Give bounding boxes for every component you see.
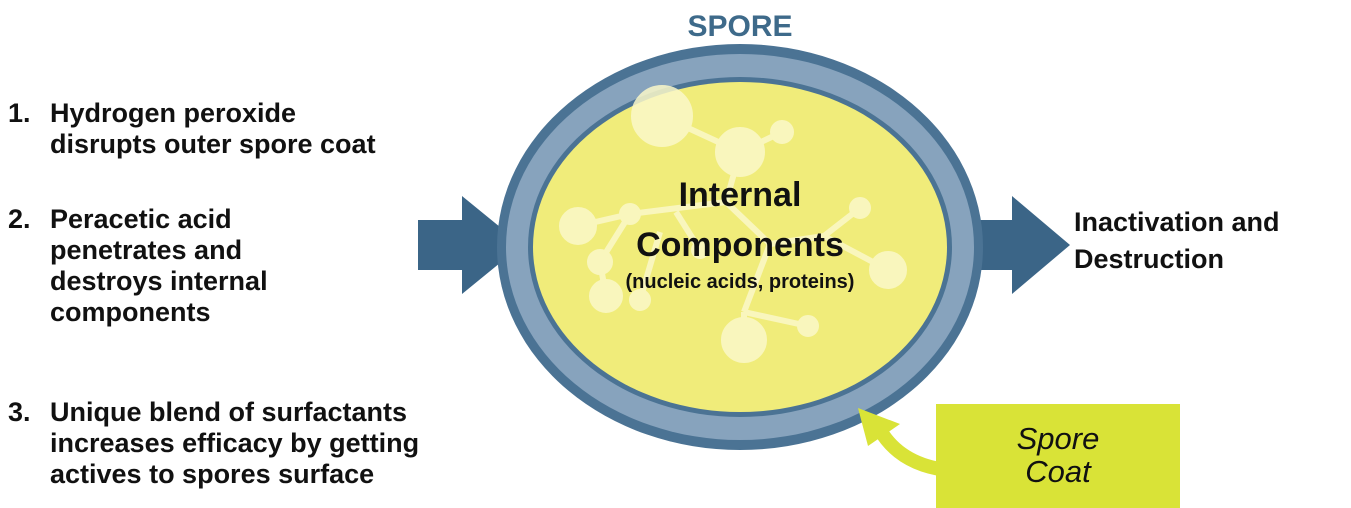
- step-1-number: 1.: [8, 98, 31, 128]
- step-3-text: Unique blend of surfactants increases ef…: [50, 397, 420, 489]
- step-3: 3. Unique blend of surfactants increases…: [8, 397, 419, 490]
- step-2-text: Peracetic acid penetrates and destroys i…: [50, 204, 268, 327]
- step-1: 1. Hydrogen peroxide disrupts outer spor…: [8, 98, 376, 160]
- coat-pointer-arrowhead: [858, 408, 900, 446]
- step-2: 2. Peracetic acid penetrates and destroy…: [8, 204, 268, 328]
- step-2-number: 2.: [8, 204, 31, 234]
- spore-coat-label-box: Spore Coat: [936, 404, 1180, 508]
- result-label: Inactivation and Destruction: [1074, 207, 1280, 274]
- spore-core: [533, 82, 947, 412]
- internal-components-title-line2: Components: [636, 226, 844, 264]
- step-1-text: Hydrogen peroxide disrupts outer spore c…: [50, 98, 376, 159]
- spore-title: SPORE: [687, 10, 793, 43]
- step-3-number: 3.: [8, 397, 31, 427]
- input-arrow: [418, 196, 522, 294]
- output-arrow: [970, 196, 1070, 294]
- internal-components-title-line1: Internal: [678, 176, 802, 214]
- spore-coat-label-line2: Coat: [1025, 454, 1091, 489]
- internal-components-subtitle: (nucleic acids, proteins): [625, 271, 855, 293]
- molecule-network-icon: [559, 85, 907, 363]
- spore-coat-label-line1: Spore: [1016, 421, 1100, 456]
